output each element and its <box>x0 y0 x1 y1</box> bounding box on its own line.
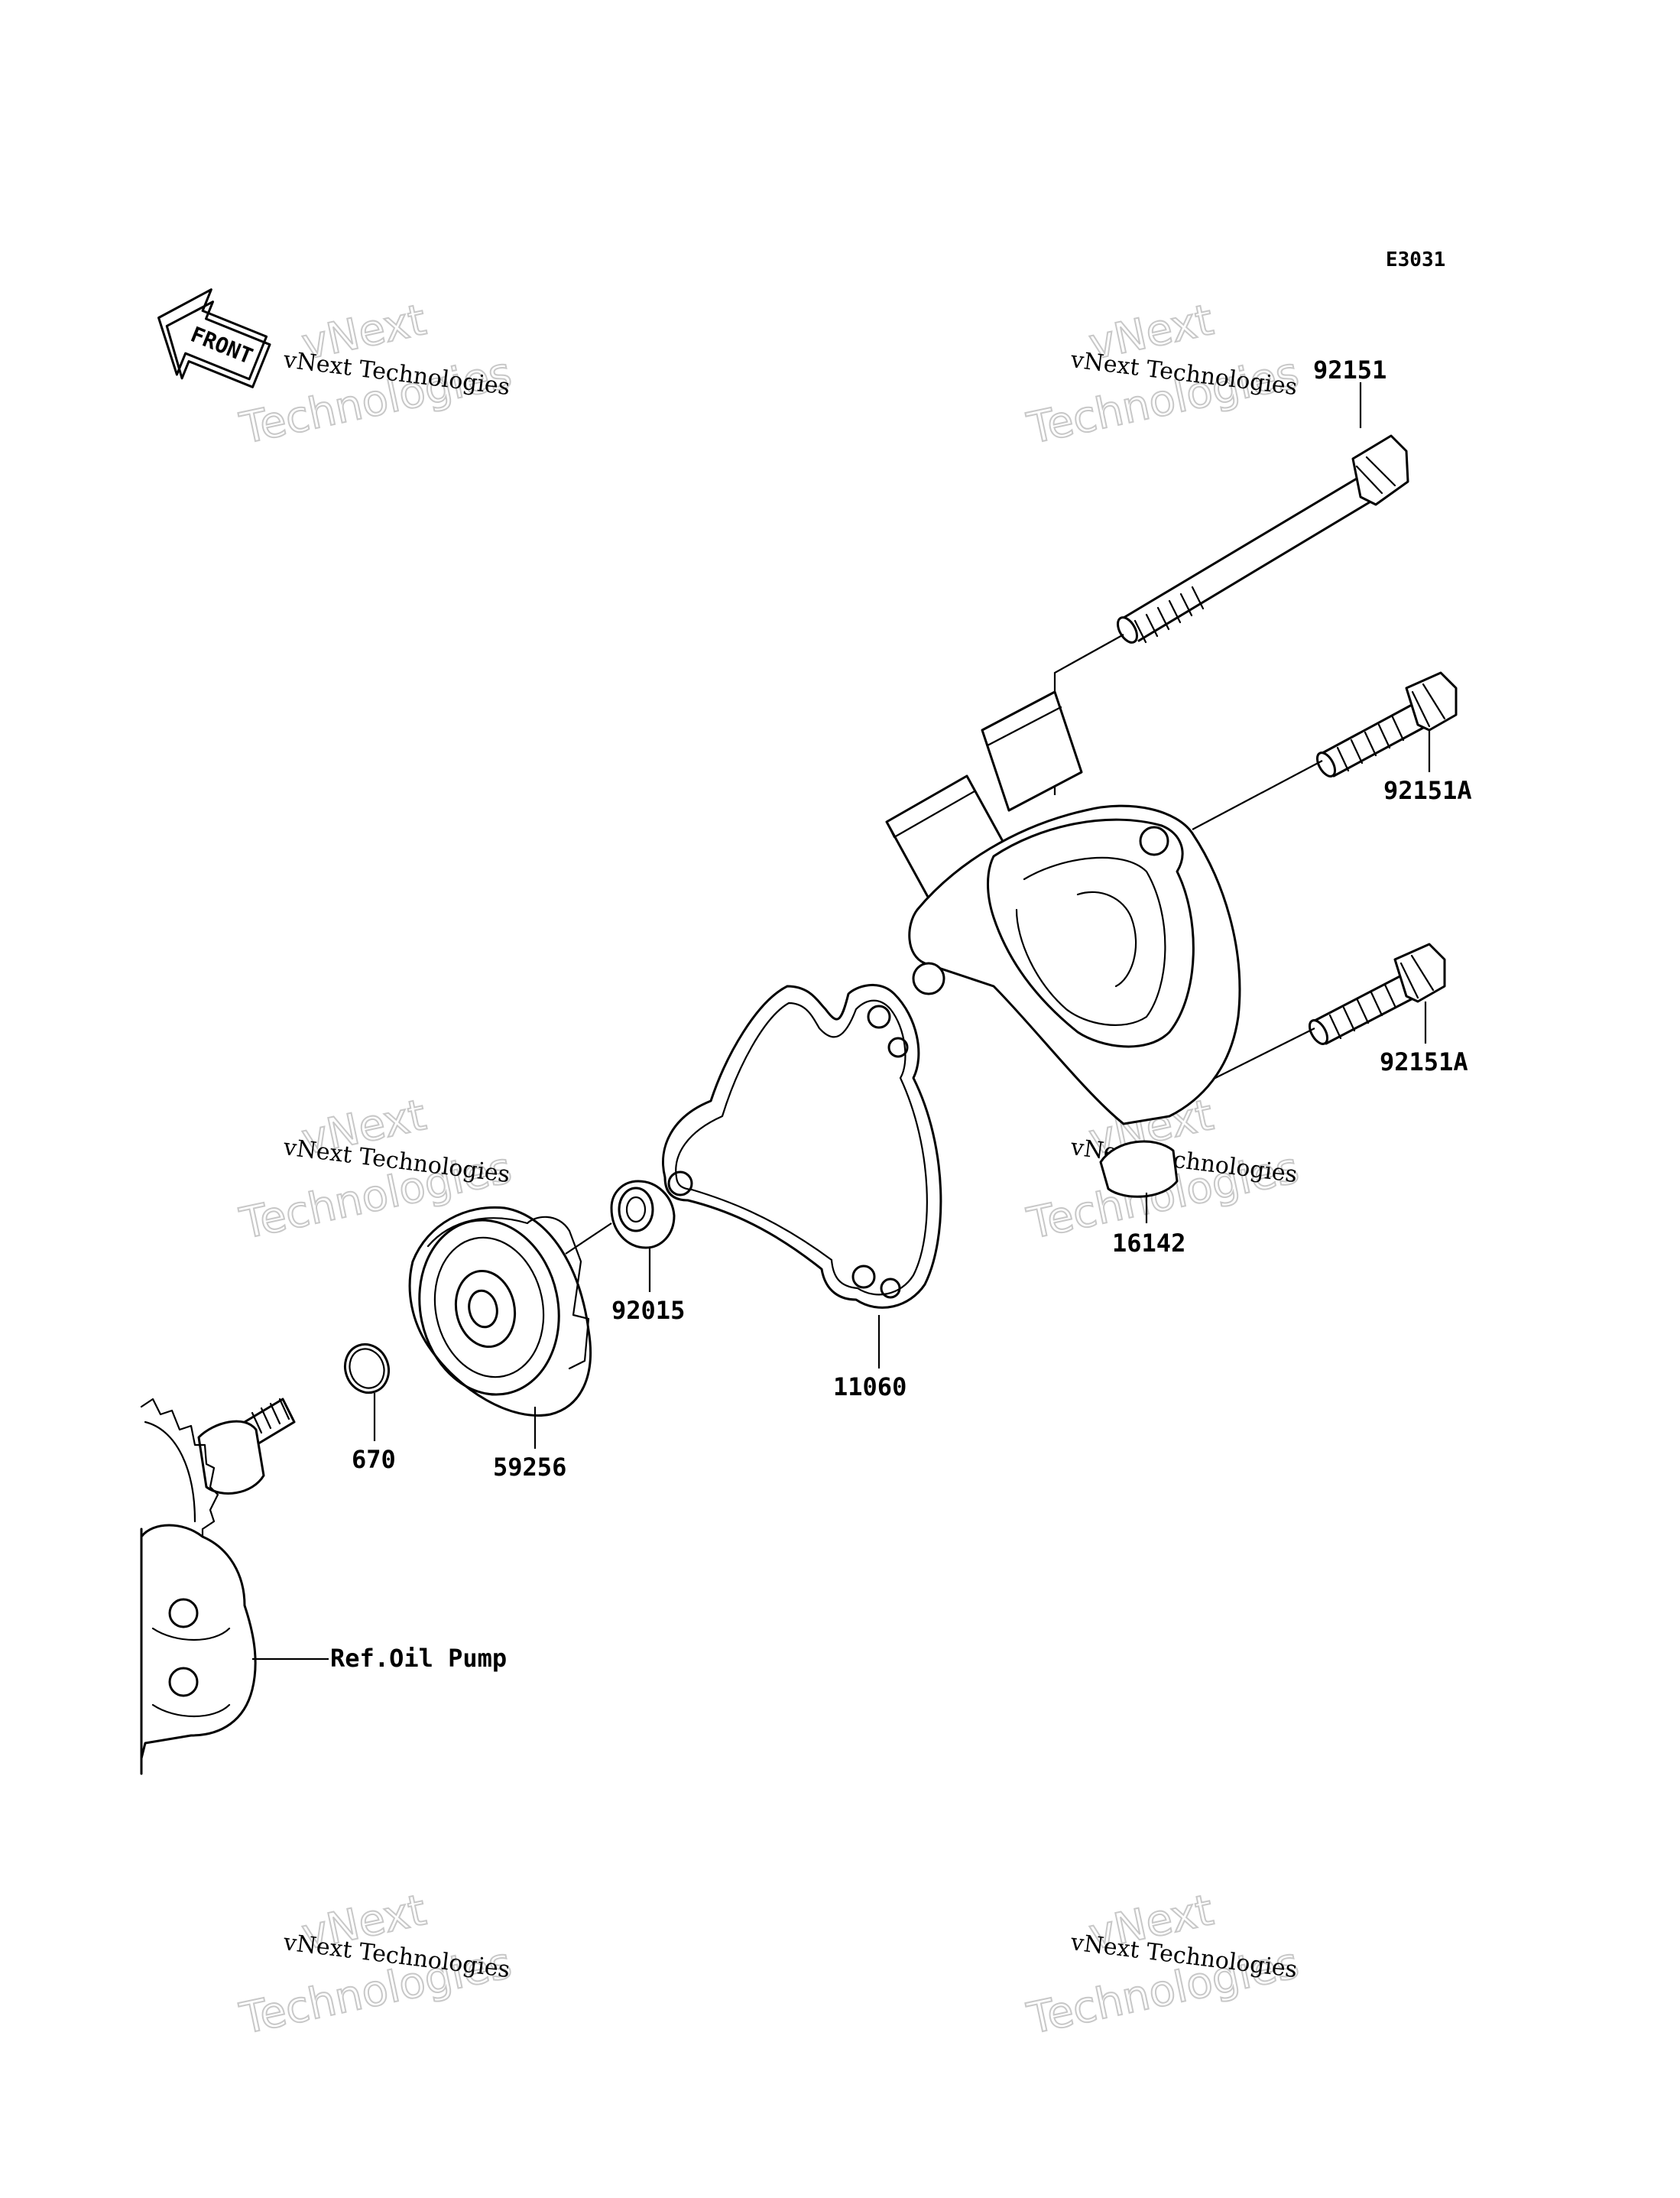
long-bolt-92151: 92151 <box>1053 356 1409 795</box>
pump-housing-16142: 16142 <box>885 690 1241 1258</box>
oil-pump-reference: Ref.Oil Pump <box>140 1398 507 1775</box>
label-92151a-lower: 92151A <box>1380 1047 1468 1076</box>
watermark-bottom-right: vNext Technologies vNext Technologies <box>1022 1885 1303 2045</box>
label-92151a-upper: 92151A <box>1383 776 1472 805</box>
label-59256: 59256 <box>493 1453 566 1482</box>
label-92151: 92151 <box>1313 356 1386 385</box>
gasket-11060: 11060 <box>662 983 942 1401</box>
watermark-top-right: vNext Technologies vNext Technologies <box>1022 294 1303 455</box>
front-arrow-icon: FRONT <box>157 288 271 388</box>
nut-92015: 92015 <box>565 1180 685 1325</box>
o-ring-670: 670 <box>344 1343 396 1474</box>
watermark-top-left: vNext Technologies vNext Technologies <box>235 294 516 455</box>
label-670: 670 <box>352 1445 396 1474</box>
label-11060: 11060 <box>833 1372 906 1401</box>
diagram-code: E3031 <box>1386 248 1445 271</box>
impeller-59256: 59256 <box>408 1206 592 1482</box>
label-16142: 16142 <box>1112 1229 1185 1258</box>
short-bolt-92151a-upper: 92151A <box>1192 671 1472 830</box>
label-ref-oil-pump: Ref.Oil Pump <box>330 1644 507 1673</box>
watermark-bottom-left: vNext Technologies vNext Technologies <box>235 1885 516 2045</box>
short-bolt-92151a-lower: 92151A <box>1192 943 1468 1090</box>
label-92015: 92015 <box>611 1296 685 1325</box>
